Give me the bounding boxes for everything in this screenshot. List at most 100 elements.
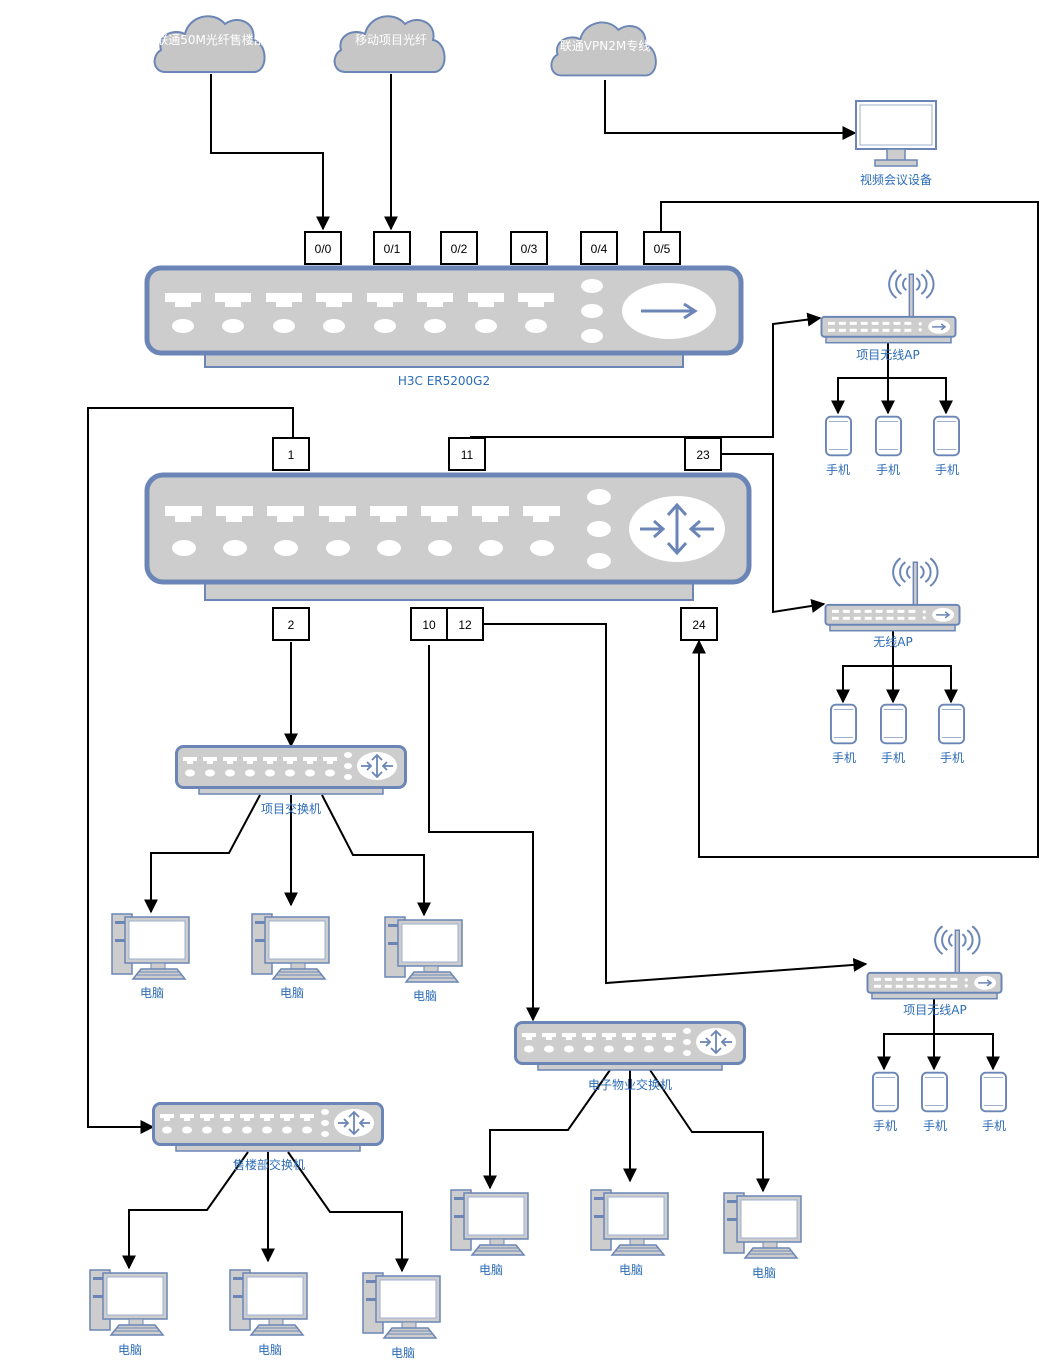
phone-icon	[825, 415, 852, 457]
cloud-mobile: 移动项目光纤	[333, 15, 446, 73]
wireless-ap-1: 项目无线AP	[820, 269, 957, 362]
svg-text:电脑: 电脑	[752, 1266, 776, 1280]
core-port: 24	[680, 607, 718, 641]
video-conference-label: 视频会议设备	[860, 172, 932, 187]
wireless-ap-3: 项目无线AP	[866, 925, 1003, 1017]
computer-icon	[384, 916, 463, 983]
computer-icon	[590, 1189, 669, 1256]
phone: 手机	[830, 703, 857, 765]
monitor-icon	[855, 100, 937, 167]
svg-text:23: 23	[696, 448, 710, 462]
svg-text:手机: 手机	[881, 751, 905, 765]
pc: 电脑	[384, 916, 463, 1003]
pc: 电脑	[723, 1192, 802, 1280]
svg-text:1: 1	[288, 448, 295, 462]
svg-text:0/0: 0/0	[315, 242, 332, 256]
svg-text:电脑: 电脑	[140, 986, 164, 1000]
computer-icon	[89, 1269, 168, 1336]
router-ports: 0/0 0/1 0/2 0/3 0/4 0/5	[304, 231, 681, 265]
wireless-ap-icon	[820, 269, 957, 344]
cloud-mobile-label: 移动项目光纤	[355, 33, 427, 47]
core-port: 1	[272, 437, 310, 471]
switch-label: 售楼部交换机	[233, 1157, 305, 1172]
wireless-ap-2: 无线AP	[824, 557, 961, 649]
svg-text:24: 24	[692, 618, 706, 632]
svg-text:手机: 手机	[923, 1119, 947, 1133]
wireless-ap-icon	[866, 925, 1003, 1000]
svg-text:电脑: 电脑	[413, 989, 437, 1003]
phone-icon	[875, 415, 902, 457]
svg-text:手机: 手机	[832, 751, 856, 765]
phone-icon	[872, 1071, 899, 1113]
phone: 手机	[980, 1071, 1007, 1133]
phone: 手机	[872, 1071, 899, 1133]
phones-ap1: 手机 手机 手机	[825, 415, 960, 477]
arrow-right-icon	[641, 302, 698, 320]
svg-text:0/4: 0/4	[591, 242, 608, 256]
router-port: 0/2	[440, 231, 478, 265]
switch-sales: 售楼部交换机	[152, 1102, 384, 1172]
phone-icon	[938, 703, 965, 745]
phone-icon	[880, 703, 907, 745]
phone: 手机	[825, 415, 852, 477]
svg-text:2: 2	[288, 618, 295, 632]
router-port: 0/3	[510, 231, 548, 265]
cloud-vpn-label: 联通VPN2M专线	[560, 38, 650, 53]
cloud-vpn: 联通VPN2M专线	[550, 21, 657, 77]
switch-property: 电子物业交换机	[514, 1021, 746, 1092]
svg-text:0/2: 0/2	[451, 242, 468, 256]
phone: 手机	[880, 703, 907, 765]
ap-label: 项目无线AP	[903, 1003, 966, 1017]
core-port: 11	[448, 437, 486, 471]
connection-lines	[87, 74, 1039, 1273]
svg-text:手机: 手机	[940, 751, 964, 765]
core-switch	[144, 472, 752, 601]
phones-ap2: 手机 手机 手机	[830, 703, 965, 765]
phone-icon	[980, 1071, 1007, 1113]
svg-text:电脑: 电脑	[619, 1263, 643, 1277]
router-label: H3C ER5200G2	[398, 374, 490, 388]
cloud-unicom50m-label: 联通50M光纤售楼部	[156, 32, 266, 47]
svg-text:电脑: 电脑	[258, 1343, 282, 1357]
core-switch-ports: 1 11 23 2 10 12 24	[272, 437, 722, 641]
switch-icon	[514, 1021, 746, 1071]
svg-text:10: 10	[422, 618, 436, 632]
computer-icon	[111, 913, 190, 980]
computer-icon	[723, 1192, 802, 1259]
pc: 电脑	[362, 1272, 441, 1360]
svg-text:电脑: 电脑	[118, 1343, 142, 1357]
core-port: 12	[446, 607, 484, 641]
phone: 手机	[875, 415, 902, 477]
switch-label: 项目交换机	[261, 801, 321, 816]
pc: 电脑	[111, 913, 190, 1000]
pc: 电脑	[229, 1269, 308, 1357]
router-port: 0/4	[580, 231, 618, 265]
svg-text:11: 11	[461, 448, 474, 462]
switch-icon	[152, 1102, 384, 1152]
computer-icon	[229, 1269, 308, 1336]
router-port: 0/5	[643, 231, 681, 265]
switch-icon	[175, 745, 407, 795]
core-port: 23	[684, 437, 722, 471]
wireless-ap-icon	[824, 557, 961, 632]
core-port: 10	[410, 607, 448, 641]
phone: 手机	[938, 703, 965, 765]
switch-project: 项目交换机	[175, 745, 407, 816]
ap-label: 无线AP	[873, 635, 912, 649]
pc: 电脑	[590, 1189, 669, 1277]
svg-text:0/1: 0/1	[384, 242, 401, 256]
switch-label: 电子物业交换机	[588, 1077, 672, 1092]
phone-icon	[921, 1071, 948, 1113]
svg-text:电脑: 电脑	[280, 986, 304, 1000]
cloud-unicom50m: 联通50M光纤售楼部	[153, 15, 266, 74]
phones-ap3: 手机 手机 手机	[872, 1071, 1007, 1133]
pc: 电脑	[89, 1269, 168, 1357]
phone: 手机	[921, 1071, 948, 1133]
computer-icon	[251, 913, 330, 980]
router-h3c: H3C ER5200G2	[144, 265, 744, 388]
svg-text:电脑: 电脑	[479, 1263, 503, 1277]
svg-text:手机: 手机	[982, 1119, 1006, 1133]
phone-icon	[830, 703, 857, 745]
video-conference-device: 视频会议设备	[855, 100, 937, 187]
